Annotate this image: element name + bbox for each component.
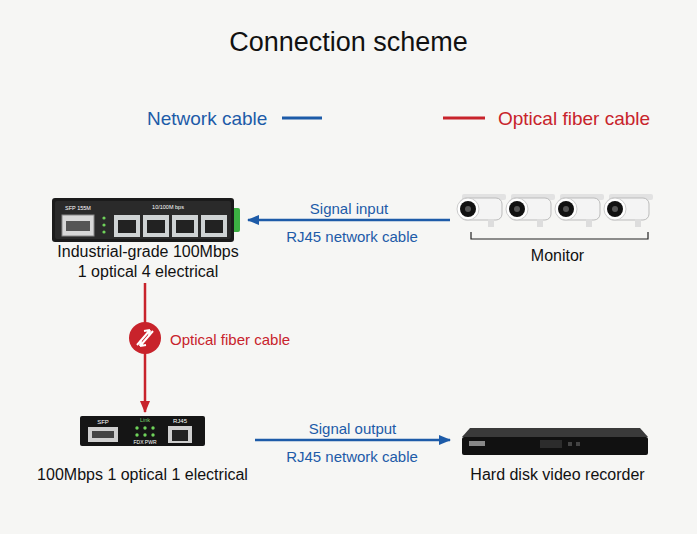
recorder-node: Hard disk video recorder xyxy=(450,418,665,485)
legend-line-sample xyxy=(443,117,485,120)
legend-label: Network cable xyxy=(147,109,267,128)
status-led xyxy=(102,230,105,233)
bullet-camera xyxy=(604,194,653,227)
group-bracket xyxy=(471,232,648,239)
fiber-icon-arrow xyxy=(140,331,153,346)
sfp-slot xyxy=(66,221,90,231)
sfp-slot xyxy=(92,431,114,438)
camera-mount xyxy=(586,219,592,227)
led-label: FDX PWR xyxy=(133,440,156,445)
rj45-hole xyxy=(172,430,188,441)
camera-body xyxy=(558,198,600,220)
device-body xyxy=(52,198,234,242)
camera-node: Monitor xyxy=(450,190,665,268)
edge-label: Optical fiber cable xyxy=(170,331,290,346)
legend-line-sample xyxy=(282,117,322,120)
recorder-top xyxy=(462,428,648,437)
node-label: Monitor xyxy=(450,246,665,266)
node-label: Hard disk video recorder xyxy=(450,465,665,485)
rj45-hole xyxy=(118,220,136,233)
camera-lens-center xyxy=(514,206,520,212)
camera-mount xyxy=(635,219,641,227)
sfp-port xyxy=(62,215,94,236)
bullet-camera xyxy=(555,194,604,227)
diagram-title: Connection scheme xyxy=(0,29,697,56)
front-display xyxy=(540,440,562,448)
status-led xyxy=(143,426,146,429)
camera-mount xyxy=(488,219,494,227)
node-label: 100Mbps 1 optical 1 electrical xyxy=(30,465,255,485)
port-label: SFP xyxy=(97,419,109,425)
rj45-port xyxy=(201,215,227,237)
bullet-camera xyxy=(457,194,506,227)
network-cable-arrow xyxy=(255,439,450,442)
camera-lens-center xyxy=(612,206,618,212)
edge-label: Signal input xyxy=(310,201,388,216)
fiber-icon xyxy=(129,322,161,354)
camera-body xyxy=(509,198,551,220)
brand-plate xyxy=(469,441,485,446)
rj45-hole xyxy=(176,220,194,233)
camera-lens xyxy=(460,201,476,217)
rj45-port xyxy=(143,215,169,237)
device-body xyxy=(80,416,205,446)
camera-lens-ring xyxy=(604,198,626,220)
device-face xyxy=(55,201,231,239)
front-button xyxy=(576,442,580,446)
camera-group xyxy=(457,194,653,239)
bullet-camera xyxy=(506,194,555,227)
legend-label: Optical fiber cable xyxy=(498,109,650,128)
rj45-port xyxy=(168,426,192,443)
camera-lens-ring xyxy=(555,198,577,220)
switch-device xyxy=(52,198,240,242)
edge-label: Signal output xyxy=(309,421,397,436)
camera-lens-center xyxy=(563,206,569,212)
status-led xyxy=(135,433,138,436)
status-led xyxy=(151,426,154,429)
cable-label: RJ45 network cable xyxy=(286,449,418,464)
rj45-hole xyxy=(147,220,165,233)
camera-lens-ring xyxy=(457,198,479,220)
camera-body xyxy=(460,198,502,220)
sfp-port xyxy=(88,427,118,442)
fiber-cable-arrow xyxy=(144,283,147,412)
camera-lens xyxy=(509,201,525,217)
rj45-hole xyxy=(205,220,223,233)
port-label: 10/100M bps xyxy=(152,205,184,211)
converter-device xyxy=(80,416,205,446)
recorder-front xyxy=(462,437,648,455)
rj45-port xyxy=(172,215,198,237)
camera-lens-ring xyxy=(506,198,528,220)
recorder-device xyxy=(462,428,648,455)
cable-label: RJ45 network cable xyxy=(286,229,418,244)
network-cable-arrow xyxy=(248,219,450,222)
front-button xyxy=(568,442,572,446)
node-label: Industrial-grade 100Mbps 1 optical 4 ele… xyxy=(55,242,241,282)
camera-mount xyxy=(537,219,543,227)
camera-lens xyxy=(558,201,574,217)
led-label: Link xyxy=(140,418,150,424)
port-label: RJ45 xyxy=(173,418,187,424)
rj45-port xyxy=(114,215,140,237)
status-led xyxy=(151,433,154,436)
port-label: SFP 155M xyxy=(65,206,91,212)
status-led xyxy=(102,216,105,219)
fiber-icon-circle xyxy=(129,322,161,354)
camera-body xyxy=(607,198,649,220)
fiber-icon-arrow xyxy=(137,330,150,345)
status-led xyxy=(143,433,146,436)
status-led xyxy=(102,223,105,226)
camera-lens-center xyxy=(465,206,471,212)
camera-lens xyxy=(607,201,623,217)
status-led xyxy=(135,426,138,429)
